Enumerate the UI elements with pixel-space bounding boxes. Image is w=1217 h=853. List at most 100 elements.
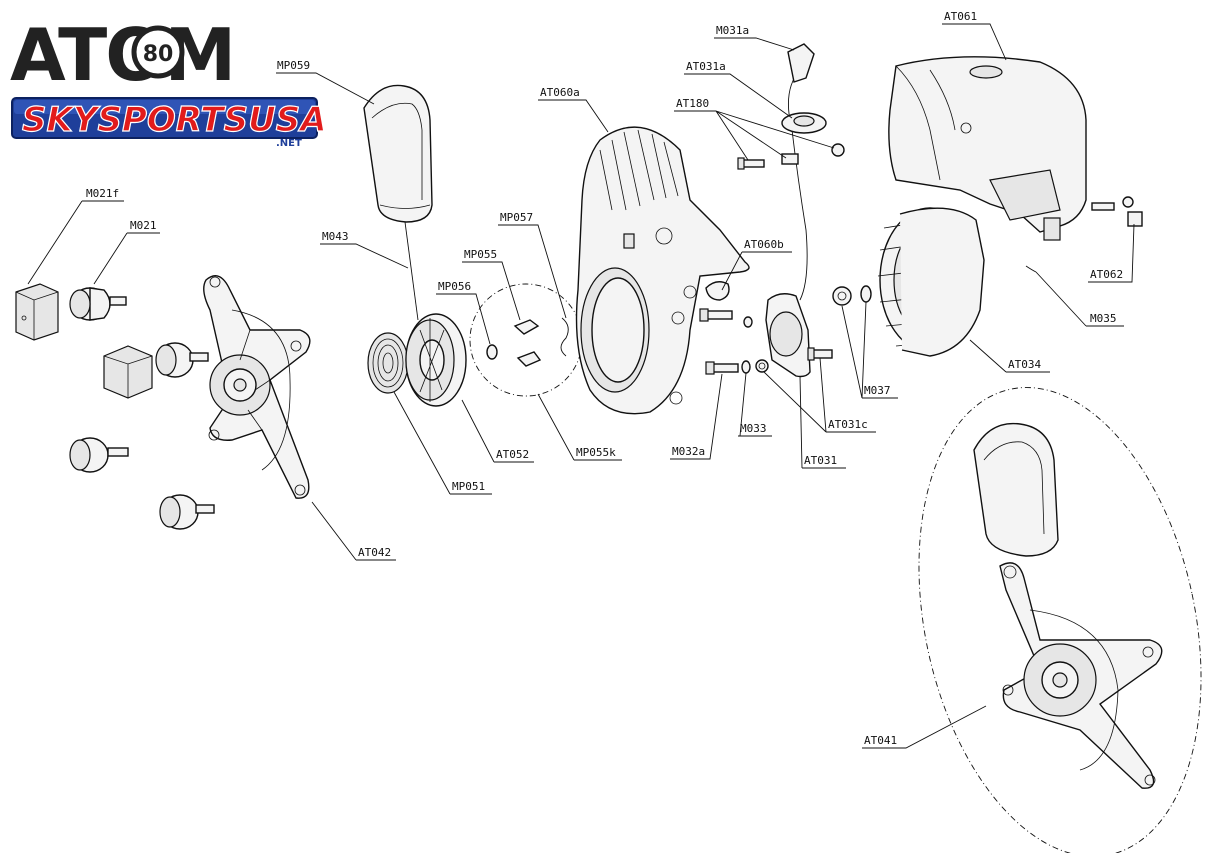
label-MP055: MP055: [464, 248, 497, 261]
label-AT060a: AT060a: [540, 86, 580, 99]
label-M032a: M032a: [672, 445, 705, 458]
rubber-mount-3: [69, 437, 129, 473]
callout-AT042: AT042: [311, 501, 396, 561]
callout-MP056: MP056: [436, 280, 491, 345]
rubber-mount-4: [159, 494, 215, 530]
recoil-spring-mp051: [367, 332, 409, 394]
label-AT042: AT042: [358, 546, 391, 559]
callout-AT062: AT062: [1088, 223, 1135, 283]
logo-badge-ring: [131, 25, 185, 79]
fan-flywheel-at034: [877, 207, 985, 357]
bolt-screw-2: [705, 361, 739, 375]
label-M021f: M021f: [86, 187, 119, 200]
fan-cover-at060a: [575, 126, 750, 415]
mount-frame-at042: [203, 275, 311, 499]
nut-at031c: [755, 359, 769, 373]
grommet-at031a: [781, 112, 827, 134]
ht-lead: [787, 69, 808, 301]
nut-m037: [832, 286, 852, 306]
callout-AT031a: AT031a: [684, 60, 793, 119]
label-MP056: MP056: [438, 280, 471, 293]
callout-MP055k: MP055k: [537, 393, 622, 461]
skysportsusa-logo: SKYSPORTSUSA .NET: [11, 97, 327, 149]
starter-handle-mp059: [363, 84, 433, 223]
label-M033: M033: [740, 422, 767, 435]
screw-at180-b: [781, 153, 799, 165]
washer-small: [743, 316, 753, 328]
label-MP055k: MP055k: [576, 446, 616, 459]
callout-M032a: M032a: [670, 373, 723, 460]
label-AT031c: AT031c: [828, 418, 868, 431]
ratchet-kit-circle: [469, 283, 583, 397]
label-AT180: AT180: [676, 97, 709, 110]
label-M035: M035: [1090, 312, 1117, 325]
label-AT031: AT031: [804, 454, 837, 467]
label-AT034: AT034: [1008, 358, 1041, 371]
callout-M035: M035: [1035, 271, 1124, 327]
bolt-at062: [1091, 202, 1115, 211]
spark-plug-cap-m031a: [787, 43, 815, 83]
bracket-at060b: [705, 281, 730, 301]
callout-M033: M033: [738, 372, 772, 437]
nut-at180: [831, 143, 845, 157]
bolt-at031c: [807, 347, 833, 361]
rubber-mount-1: [69, 287, 127, 321]
callout-AT031c: AT031c: [763, 357, 876, 433]
silent-block-cup-2: [103, 345, 153, 399]
callout-AT034: AT034: [969, 339, 1050, 373]
label-AT041: AT041: [864, 734, 897, 747]
ratchet-pawl-1: [513, 319, 540, 335]
atom-80-logo: ATOM 80: [10, 13, 236, 97]
cooling-shroud-at061: [888, 56, 1087, 241]
callout-MP055: MP055: [462, 248, 521, 321]
logo-brand: ATOM: [10, 13, 234, 97]
starter-pulley-at052: [405, 313, 467, 407]
callout-AT180: AT180: [674, 97, 835, 161]
label-M037: M037: [864, 384, 891, 397]
handle-assembly-at041: [973, 422, 1059, 557]
rubber-mount-2: [155, 342, 209, 378]
washer-m033: [741, 360, 751, 374]
spring-mp057: [560, 317, 569, 357]
callout-MP051: MP051: [393, 391, 492, 495]
label-AT061: AT061: [944, 10, 977, 23]
callout-M021: M021: [93, 219, 160, 285]
label-MP059: MP059: [277, 59, 310, 72]
dealer-suffix: .NET: [276, 138, 302, 149]
label-M031a: M031a: [716, 24, 749, 37]
assembly-at041-outline: [918, 387, 1202, 853]
callout-M037: M037: [841, 301, 898, 399]
bolt-screw-1: [699, 308, 733, 322]
ignition-coil-at031: [765, 293, 811, 378]
screw-at180-a: [737, 157, 765, 170]
callout-M021f: M021f: [27, 187, 124, 285]
washer-mp056: [486, 344, 498, 360]
label-AT052: AT052: [496, 448, 529, 461]
silent-block-cup-1: [15, 283, 59, 341]
callout-MP057: MP057: [498, 211, 567, 319]
callout-M043: M043: [320, 230, 409, 269]
washer-m037: [860, 285, 872, 303]
callout-AT031: AT031: [799, 375, 846, 469]
nut-at062-b: [1127, 211, 1143, 227]
callout-AT060a: AT060a: [538, 86, 609, 133]
label-AT060b: AT060b: [744, 238, 784, 251]
label-AT062: AT062: [1090, 268, 1123, 281]
label-MP057: MP057: [500, 211, 533, 224]
label-AT031a: AT031a: [686, 60, 726, 73]
logo-badge-number: 80: [143, 42, 174, 67]
ratchet-pawl-2: [516, 351, 542, 367]
mount-frame-at041: [999, 562, 1163, 789]
callout-AT041: AT041: [862, 705, 987, 749]
label-M021: M021: [130, 219, 157, 232]
nut-at062-a: [1122, 196, 1134, 208]
clip-m035: [1025, 265, 1037, 273]
dealer-name: SKYSPORTSUSA: [22, 100, 327, 140]
callout-AT060b: AT060b: [721, 238, 792, 291]
callout-AT052: AT052: [461, 399, 534, 463]
label-MP051: MP051: [452, 480, 485, 493]
callout-AT061: AT061: [942, 10, 1007, 61]
starter-cord-m043: [404, 221, 419, 321]
label-M043: M043: [322, 230, 349, 243]
